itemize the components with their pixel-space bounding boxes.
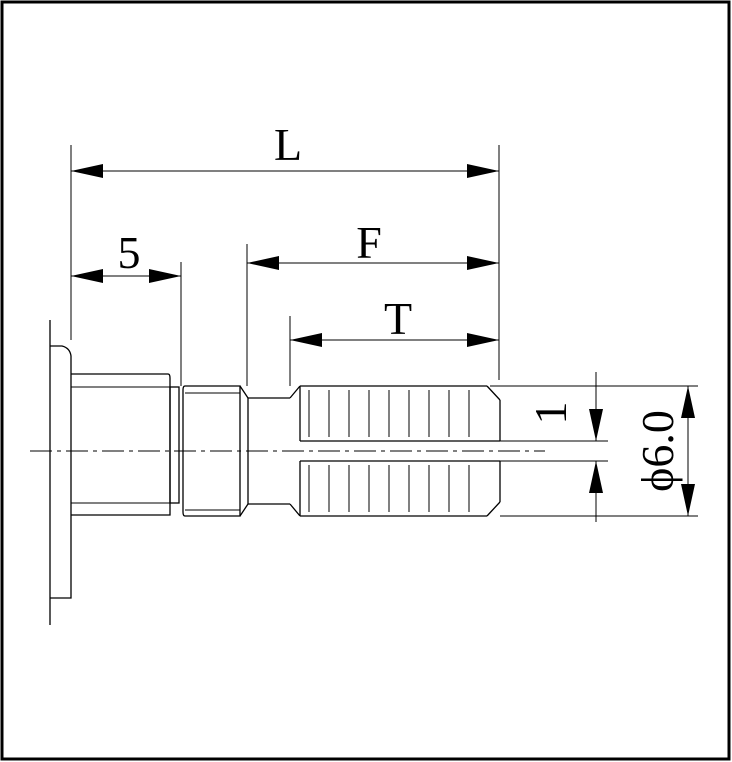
dimension-l-label: L bbox=[274, 119, 302, 170]
dimension-diameter: ϕ6.0 bbox=[632, 386, 695, 516]
dimension-slot: 1 bbox=[525, 372, 603, 522]
dimension-l: L bbox=[71, 119, 499, 178]
dimension-slot-label: 1 bbox=[525, 402, 576, 425]
body-section bbox=[71, 373, 180, 516]
dimension-f-label: F bbox=[356, 217, 382, 268]
dimension-5: 5 bbox=[71, 227, 181, 283]
neck bbox=[239, 385, 301, 517]
dimension-5-label: 5 bbox=[118, 227, 141, 278]
collar bbox=[182, 385, 241, 517]
dimension-t: T bbox=[290, 293, 499, 347]
dimension-f: F bbox=[247, 217, 499, 270]
knurled-section bbox=[299, 385, 501, 517]
mounting-flange bbox=[49, 320, 72, 625]
dimension-diameter-label: ϕ6.0 bbox=[632, 410, 683, 492]
knurl-lines bbox=[308, 390, 470, 512]
center-slot bbox=[300, 440, 608, 462]
dimension-t-label: T bbox=[384, 293, 412, 344]
